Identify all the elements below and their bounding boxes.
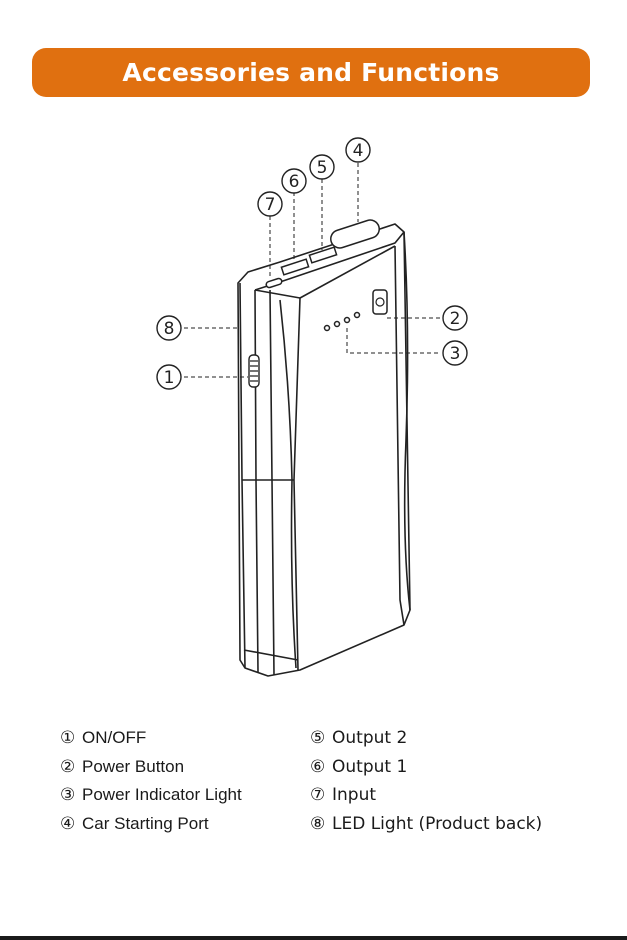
legend-mark: ⑦ xyxy=(310,781,332,810)
product-diagram: 4 5 6 7 2 3 8 1 xyxy=(0,120,627,690)
page-title: Accessories and Functions xyxy=(122,58,499,87)
legend-mark: ⑥ xyxy=(310,753,332,782)
legend-item: ① ON/OFF xyxy=(60,724,242,753)
legend-label: Input xyxy=(332,781,376,810)
title-banner: Accessories and Functions xyxy=(32,48,590,97)
callout-8: 8 xyxy=(164,319,175,339)
legend-item: ⑦ Input xyxy=(310,781,542,810)
legend-label: ON/OFF xyxy=(82,724,146,753)
callout-5: 5 xyxy=(317,158,328,178)
callout-2: 2 xyxy=(450,309,461,329)
legend-label: Output 2 xyxy=(332,724,407,753)
on-off-switch-icon xyxy=(249,355,259,387)
legend-item: ② Power Button xyxy=(60,753,242,782)
callout-6: 6 xyxy=(289,172,300,192)
leader-lines xyxy=(184,163,440,377)
legend-item: ⑥ Output 1 xyxy=(310,753,542,782)
indicator-led xyxy=(335,322,340,327)
legend-item: ③ Power Indicator Light xyxy=(60,781,242,810)
legend-item: ⑧ LED Light (Product back) xyxy=(310,810,542,839)
legend-label: Output 1 xyxy=(332,753,407,782)
legend-mark: ③ xyxy=(60,781,82,810)
output-2-port xyxy=(309,247,336,263)
callout-4: 4 xyxy=(353,141,364,161)
callout-7: 7 xyxy=(265,195,276,215)
legend-label: Car Starting Port xyxy=(82,810,209,839)
legend-label: Power Button xyxy=(82,753,184,782)
legend-mark: ① xyxy=(60,724,82,753)
legend-item: ④ Car Starting Port xyxy=(60,810,242,839)
output-1-port xyxy=(281,259,308,275)
legend-left: ① ON/OFF ② Power Button ③ Power Indicato… xyxy=(60,724,242,838)
legend-label: LED Light (Product back) xyxy=(332,810,542,839)
input-port xyxy=(265,278,282,289)
legend-right: ⑤ Output 2 ⑥ Output 1 ⑦ Input ⑧ LED Ligh… xyxy=(310,724,542,838)
indicator-led xyxy=(325,326,330,331)
legend-mark: ⑧ xyxy=(310,810,332,839)
legend-mark: ④ xyxy=(60,810,82,839)
callout-3: 3 xyxy=(450,344,461,364)
car-starting-port xyxy=(328,218,381,251)
indicator-led xyxy=(345,318,350,323)
legend-mark: ⑤ xyxy=(310,724,332,753)
legend-mark: ② xyxy=(60,753,82,782)
legend-item: ⑤ Output 2 xyxy=(310,724,542,753)
bottom-rule xyxy=(0,936,627,940)
callout-numbers: 4 5 6 7 2 3 8 1 xyxy=(164,141,461,388)
indicator-led xyxy=(355,313,360,318)
callout-1: 1 xyxy=(164,368,175,388)
power-button-icon xyxy=(373,290,387,314)
front-controls xyxy=(325,290,388,331)
legend-label: Power Indicator Light xyxy=(82,781,242,810)
